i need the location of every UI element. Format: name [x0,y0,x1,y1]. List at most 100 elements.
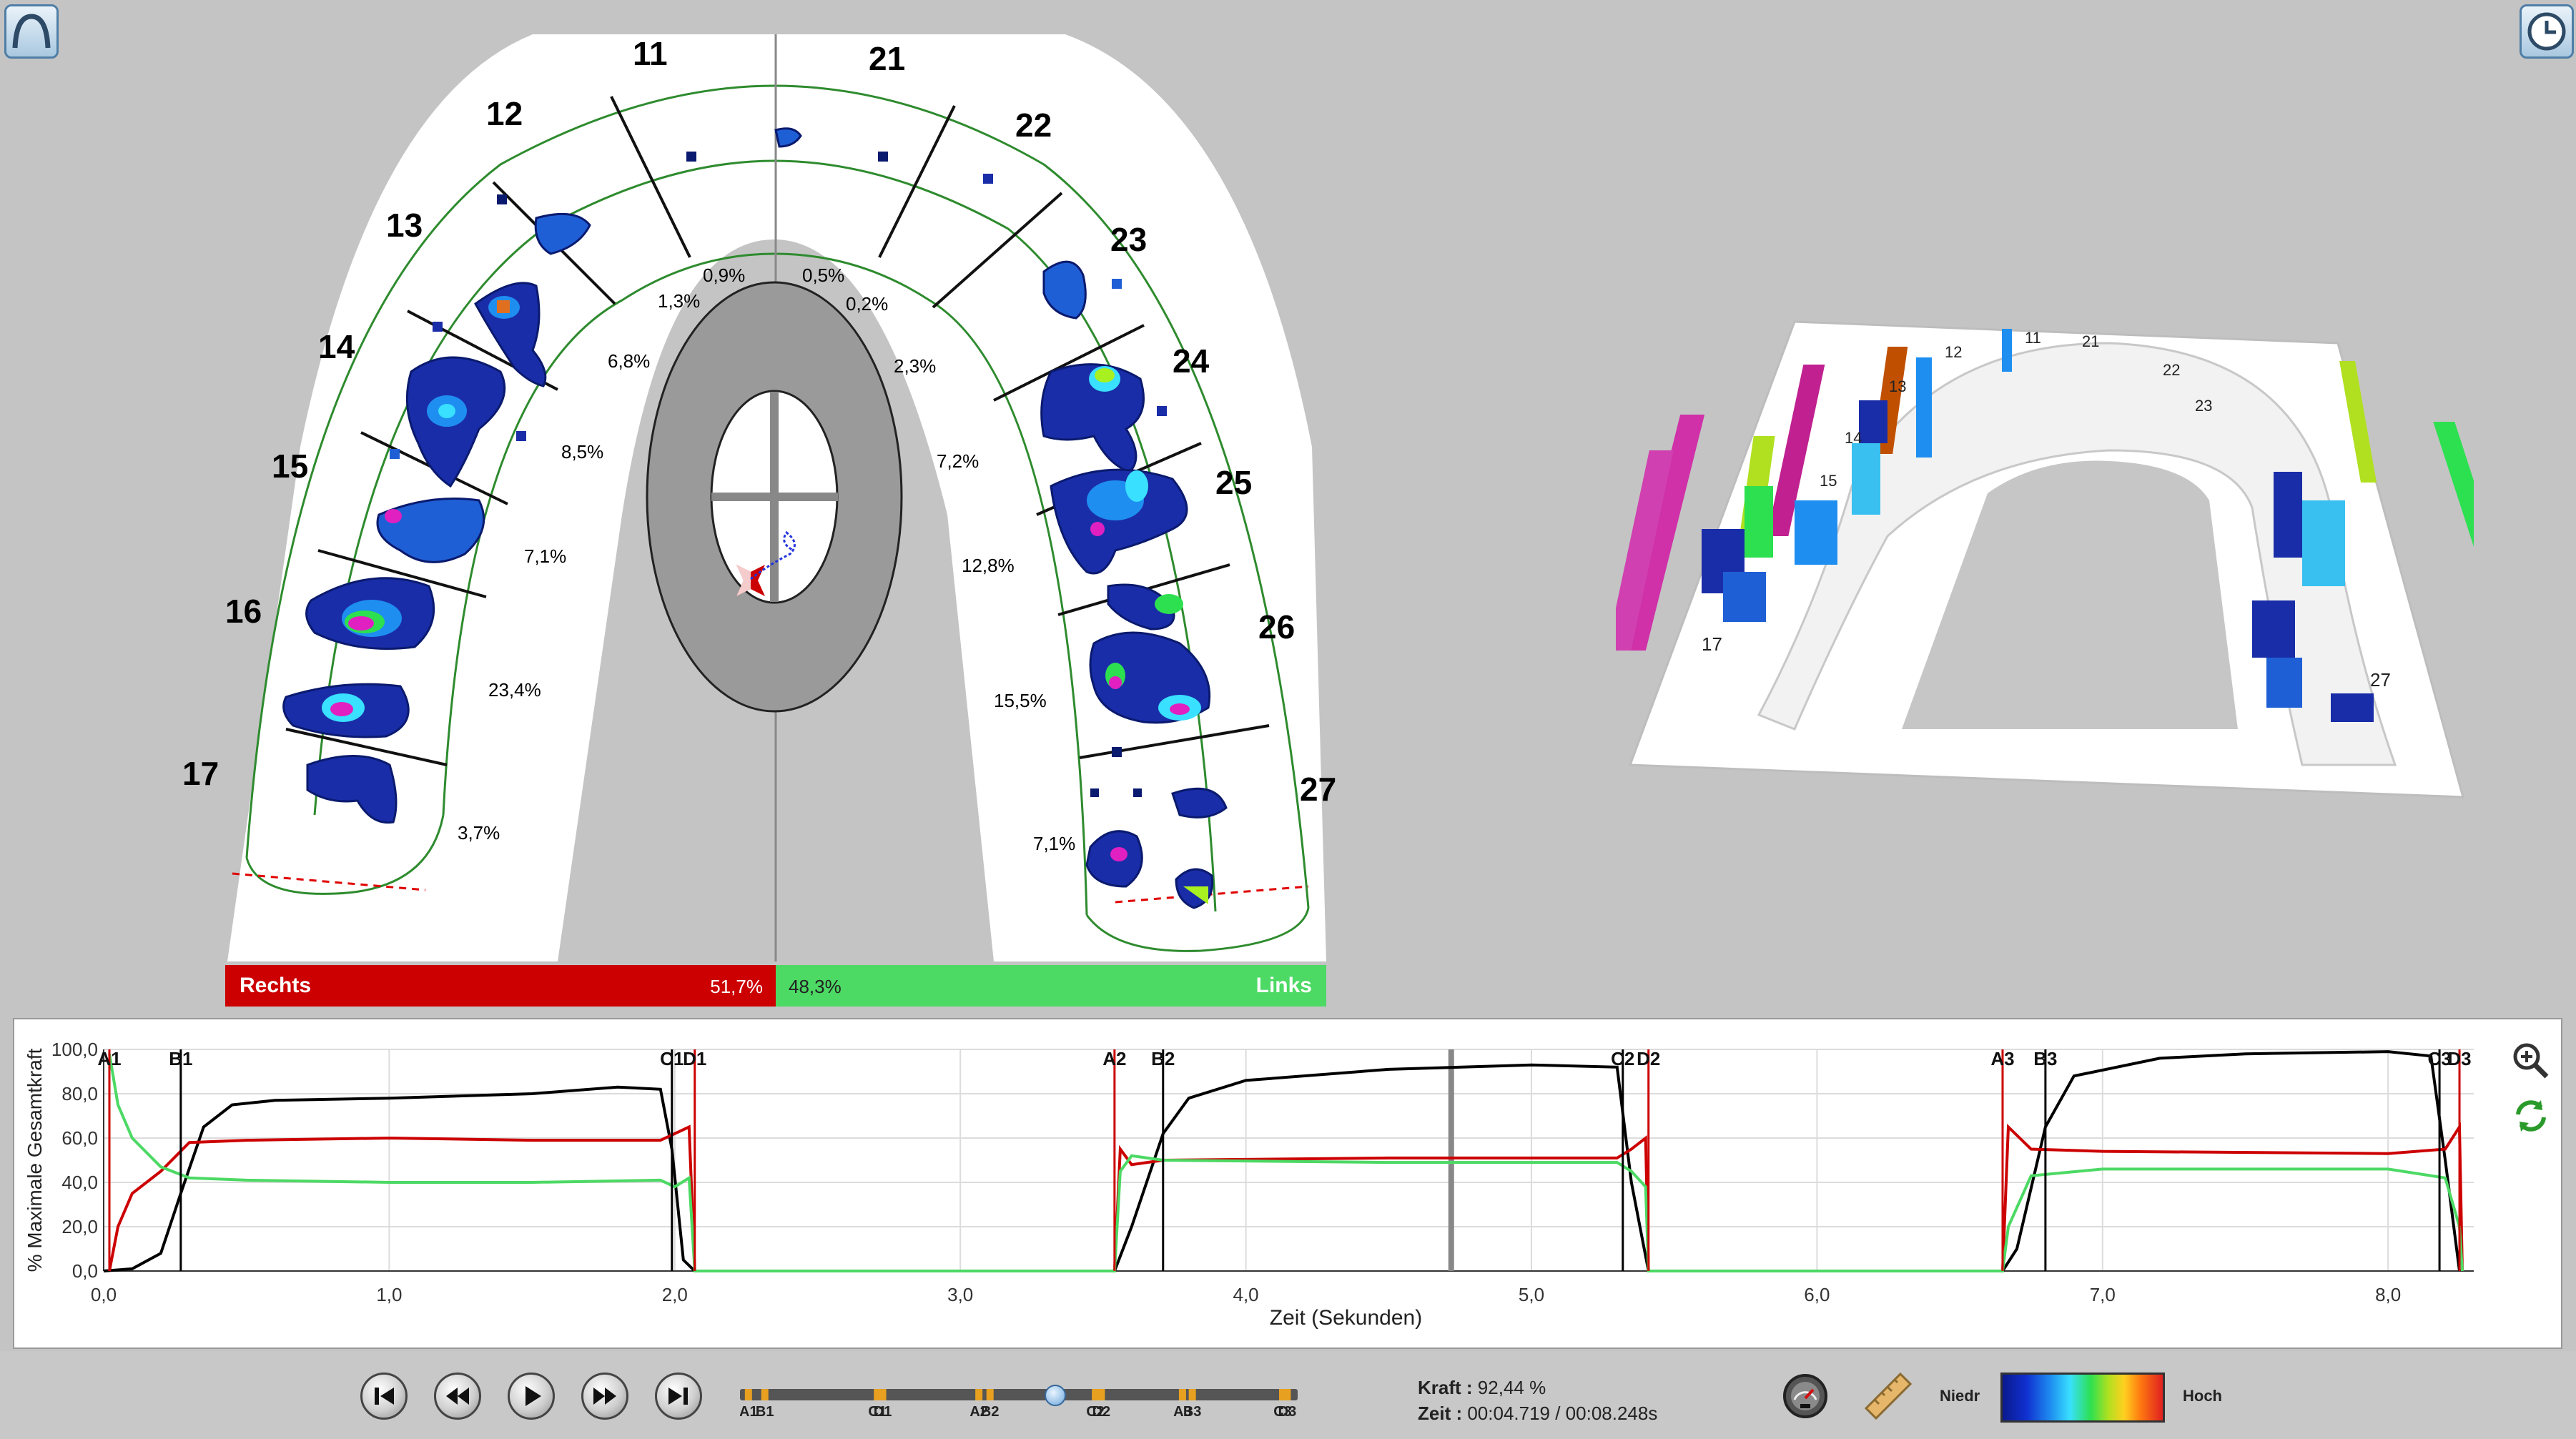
event-marker-label: B3 [2033,1048,2057,1069]
segment-percent: 6,8% [608,350,651,372]
timeline-event-mark [1188,1389,1196,1400]
timeline-event-label: A3 [1173,1404,1192,1419]
segment-percent: 15,5% [994,690,1047,711]
x-tick-label: 2,0 [662,1284,688,1305]
event-marker-label: A3 [1990,1048,2014,1069]
zoom-in-icon[interactable] [2510,1039,2552,1082]
tooth-label: 14 [318,328,355,365]
skip-to-end-icon[interactable] [655,1373,702,1420]
arch-3d-view: 11 12 13 14 15 17 21 22 23 27 [1616,320,2474,798]
tooth-label: 15 [272,447,309,485]
timeline-event-mark [744,1389,752,1400]
timeline-event-label: D2 [1092,1404,1111,1419]
segment-percent: 7,1% [524,545,567,567]
dental-arch-icon[interactable] [4,4,59,59]
tooth-label-3d: 17 [1702,633,1722,655]
fast-forward-icon[interactable] [581,1373,628,1420]
segment-percent: 3,7% [458,822,500,844]
tooth-label-3d: 12 [1945,343,1962,361]
event-marker-label: B1 [169,1048,192,1069]
series-line [108,1122,2464,1272]
balance-right-value: 51,7% [710,976,763,997]
tooth-label: 27 [1300,771,1337,808]
skip-to-start-icon[interactable] [360,1373,408,1420]
balance-bar: Rechts 51,7% 48,3% Links [225,965,1326,1007]
time-label: Zeit : [1418,1403,1463,1424]
timeline-event-label: D1 [874,1404,892,1419]
tooth-label-3d: 23 [2195,397,2212,415]
timeline-event-mark [1097,1389,1105,1400]
segment-percent: 8,5% [561,441,604,463]
event-marker-label: C1 [660,1048,684,1069]
series-line [103,1050,2461,1272]
timeline-event-mark [975,1389,983,1400]
tooth-label: 26 [1258,608,1296,646]
balance-right-segment: Rechts 51,7% [225,965,776,1007]
tooth-label-3d: 13 [1889,377,1906,395]
tooth-label: 17 [182,755,219,792]
x-tick-label: 5,0 [1519,1284,1544,1305]
event-marker-label: D1 [683,1048,706,1069]
tooth-label-3d: 21 [2082,332,2099,350]
timeline-event-label: C1 [868,1404,887,1419]
arch-2d-view [227,34,1326,961]
timeline-event-mark [879,1389,887,1400]
tooth-label-3d: 22 [2163,361,2180,379]
ruler-icon[interactable] [1859,1367,1916,1424]
tooth-label: 12 [486,95,523,132]
timeline-event-label: C2 [1086,1404,1105,1419]
tooth-label: 16 [225,593,262,630]
force-value: 92,44 % [1477,1377,1546,1398]
event-marker-label: D2 [1637,1048,1660,1069]
force-bars-3d [1616,329,2474,722]
timeline-event-mark [874,1389,882,1400]
event-marker-label: C3 [2427,1048,2451,1069]
balance-right-label: Rechts [240,974,312,997]
timeline-event-label: B3 [1183,1404,1202,1419]
timeline-event-label: B1 [756,1404,774,1419]
segment-percent: 2,3% [894,355,937,377]
x-tick-label: 0,0 [91,1284,117,1305]
x-axis-label: Zeit (Sekunden) [1270,1306,1422,1330]
scale-low-label: Niedr [1940,1387,1980,1405]
event-marker-label: A2 [1102,1048,1126,1069]
clock-icon[interactable] [2520,4,2574,59]
tooth-label: 11 [633,35,668,72]
timeline-event-label: A1 [740,1404,758,1419]
tooth-label-3d: 15 [1820,472,1837,490]
tooth-label: 22 [1015,107,1052,144]
force-readout: Kraft : 92,44 % [1418,1377,1546,1399]
time-readout: Zeit : 00:04.719 / 00:08.248s [1418,1403,1657,1425]
tooth-label: 13 [386,207,423,244]
y-tick-label: 20,0 [61,1216,98,1237]
center-of-force-marker [736,530,796,596]
gauge-icon[interactable] [1780,1371,1830,1421]
tooth-label: 21 [869,40,906,77]
timeline-event-mark [1178,1389,1186,1400]
segment-percent: 23,4% [488,679,541,701]
refresh-icon[interactable] [2510,1094,2552,1137]
tooth-label-3d: 27 [2370,669,2391,691]
timeline-event-mark [1283,1389,1291,1400]
segment-percent: 12,8% [962,555,1015,576]
segment-percent: 0,9% [703,264,746,286]
timeline-event-mark [761,1389,769,1400]
timeline-event-mark [986,1389,994,1400]
y-tick-label: 80,0 [61,1083,98,1104]
timeline-event-mark [1279,1389,1287,1400]
main-visualization-area: 11 12 13 14 15 16 17 21 22 23 24 25 26 2… [4,4,2574,1007]
y-tick-label: 100,0 [51,1039,98,1060]
timeline-event-label: D3 [1278,1404,1297,1419]
event-marker-label: C2 [1611,1048,1634,1069]
rewind-icon[interactable] [434,1373,481,1420]
tooth-label-3d: 14 [1845,429,1862,447]
play-icon[interactable] [508,1373,555,1420]
segment-percent: 7,1% [1033,833,1076,854]
segment-percent: 0,2% [846,293,889,315]
timeline-event-label: A2 [969,1404,988,1419]
timeline-thumb[interactable] [1045,1385,1066,1406]
